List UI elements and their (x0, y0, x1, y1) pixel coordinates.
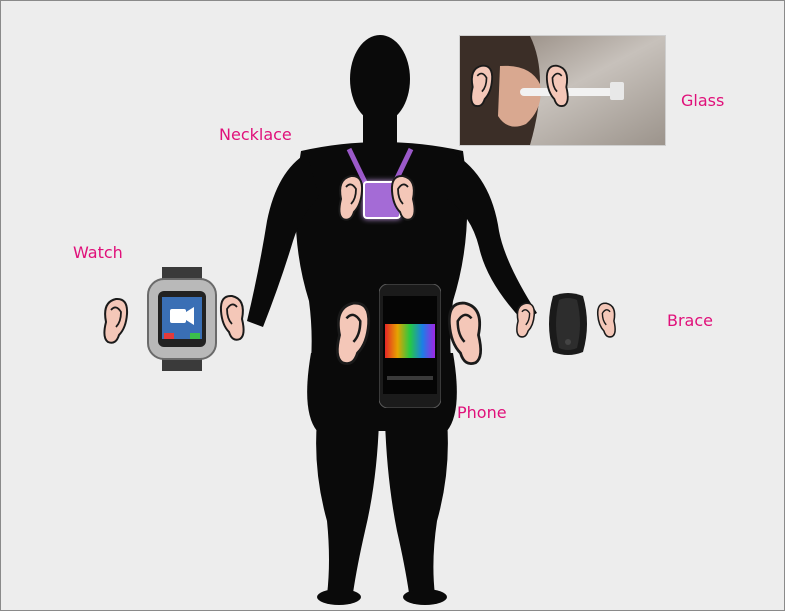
fitness-band-icon (543, 290, 593, 358)
ear-icon (218, 293, 248, 345)
ear-icon (389, 173, 419, 225)
necklace-label: Necklace (219, 127, 292, 143)
ear-icon (513, 301, 537, 341)
smartwatch-icon (146, 267, 218, 371)
ear-icon (445, 299, 487, 371)
ear-icon (100, 296, 130, 348)
ear-icon (595, 301, 619, 341)
watch-label: Watch (73, 245, 123, 261)
brace-label: Brace (667, 313, 713, 329)
ear-icon (544, 63, 572, 111)
glass-label: Glass (681, 93, 724, 109)
ear-icon (467, 63, 495, 111)
ear-icon (335, 173, 365, 225)
ear-icon (331, 299, 373, 371)
smartphone-icon (379, 284, 441, 408)
phone-label: Phone (457, 405, 507, 421)
